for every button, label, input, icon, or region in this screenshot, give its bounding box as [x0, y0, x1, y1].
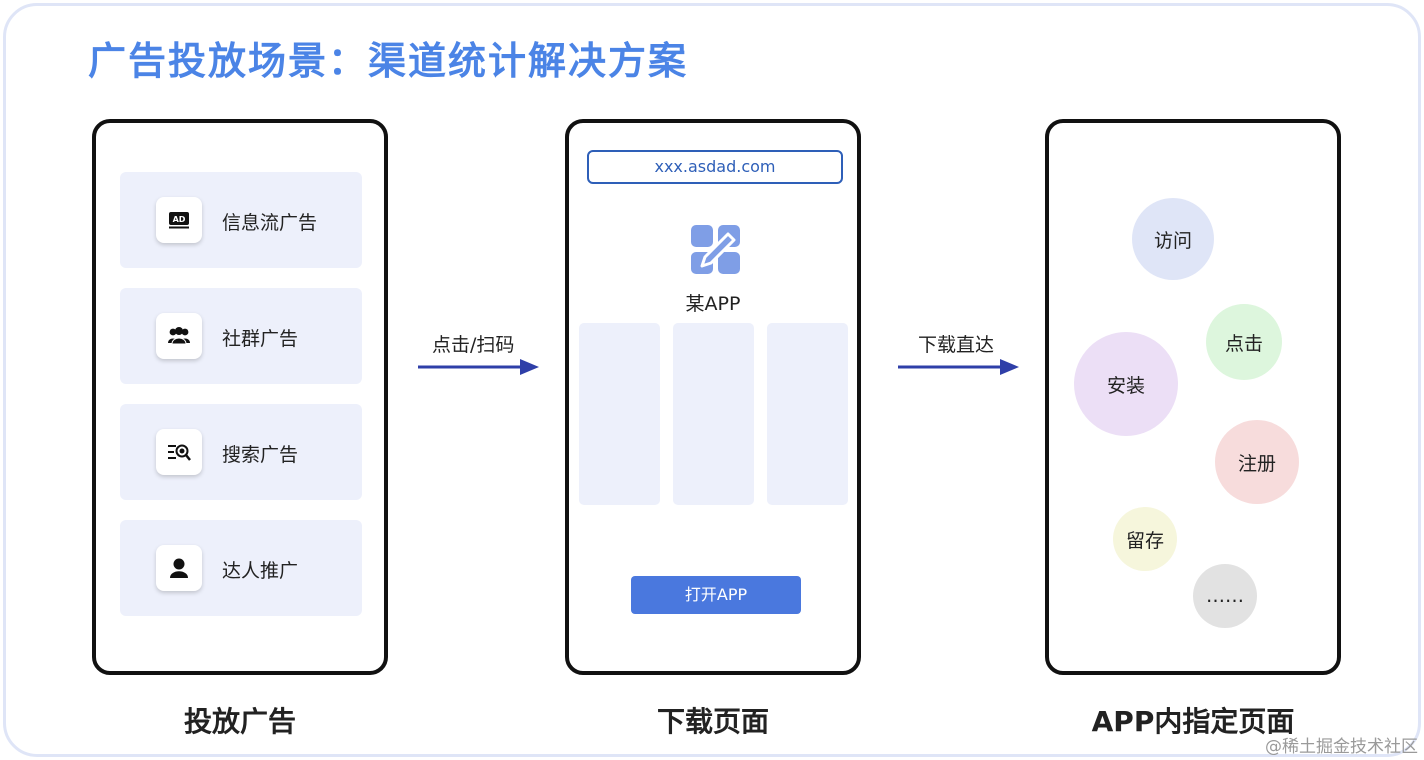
channel-card-influencer: 达人推广: [120, 520, 362, 616]
watermark: @稀土掘金技术社区: [1265, 737, 1418, 757]
arrow-right-icon: [418, 359, 539, 375]
event-bubble-register: 注册: [1215, 420, 1299, 504]
caption-app-page: APP内指定页面: [1091, 705, 1295, 738]
url-bar[interactable]: xxx.asdad.com: [587, 150, 843, 184]
content-placeholder: [579, 323, 660, 505]
event-bubble-retention: 留存: [1113, 507, 1177, 571]
page-title: 广告投放场景：渠道统计解决方案: [88, 39, 689, 83]
channel-label: 信息流广告: [222, 212, 318, 234]
content-placeholder: [767, 323, 848, 505]
group-icon: [156, 313, 202, 359]
event-bubble-visit: 访问: [1132, 198, 1214, 280]
app-name: 某APP: [685, 293, 741, 315]
ad-badge-text: AD: [173, 215, 186, 224]
channel-label: 搜索广告: [222, 444, 299, 466]
channel-label: 社群广告: [222, 328, 299, 350]
open-app-button[interactable]: 打开APP: [631, 576, 801, 614]
caption-download-page: 下载页面: [656, 705, 769, 738]
channel-label: 达人推广: [222, 560, 299, 582]
channel-card-search-ad: 搜索广告: [120, 404, 362, 500]
ad-icon: AD: [156, 197, 202, 243]
arrow-right-icon: [898, 359, 1019, 375]
download-page-phone: xxx.asdad.com 某APP 打开APP: [565, 119, 861, 675]
person-icon: [156, 545, 202, 591]
app-logo-icon: [691, 225, 740, 274]
arrow-label-click-scan: 点击/扫码: [432, 334, 515, 356]
event-bubble-click: 点击: [1206, 304, 1282, 380]
app-page-phone: 访问 点击 安装 注册 留存 ……: [1045, 119, 1341, 675]
arrow-label-direct-download: 下载直达: [918, 334, 995, 356]
search-icon: [156, 429, 202, 475]
event-bubble-install: 安装: [1074, 332, 1178, 436]
content-placeholder: [673, 323, 754, 505]
ad-channels-phone: AD 信息流广告 社群广告: [92, 119, 388, 675]
channel-card-community-ad: 社群广告: [120, 288, 362, 384]
event-bubble-more: ……: [1193, 564, 1257, 628]
channel-card-feed-ad: AD 信息流广告: [120, 172, 362, 268]
caption-ad-placement: 投放广告: [183, 705, 296, 738]
